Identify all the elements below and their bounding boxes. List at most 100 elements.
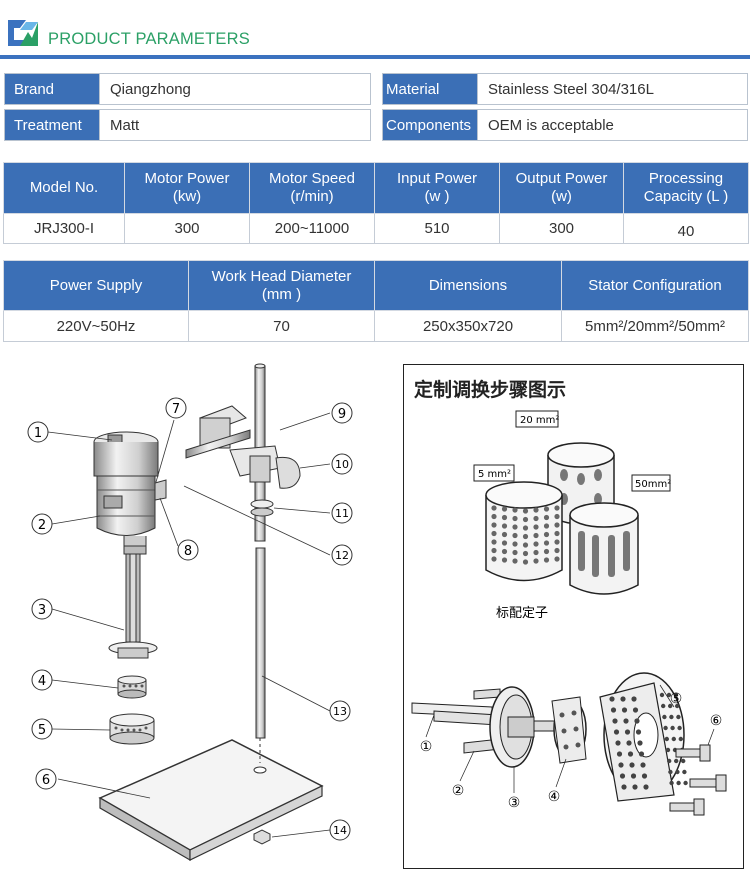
callout-14: 14 xyxy=(329,819,351,841)
base-plate xyxy=(98,739,324,862)
callout-11-label: 11 xyxy=(335,507,349,520)
assembly-callout-2: ② xyxy=(452,783,465,799)
callout-12: 12 xyxy=(331,544,353,566)
table-header: Stator Configuration xyxy=(561,260,749,311)
assembly-callout-1: ① xyxy=(420,739,433,755)
table-cell: 40 xyxy=(623,213,749,244)
callout-9-label: 9 xyxy=(338,407,346,422)
table-header: Dimensions xyxy=(374,260,562,311)
table-header-text: Model No. xyxy=(29,179,99,196)
callout-10: 10 xyxy=(331,453,353,475)
callout-13: 13 xyxy=(329,700,351,722)
table-cell: 300 xyxy=(499,213,624,244)
stator-5mm xyxy=(485,481,563,582)
callout-7-label: 7 xyxy=(172,402,180,417)
table-header-text: Motor Power (kw) xyxy=(144,170,230,205)
logo-icon xyxy=(8,20,38,46)
motor-unit xyxy=(93,431,167,555)
assembly-callout-3: ③ xyxy=(508,795,521,811)
spec-brand: Brand Qiangzhong xyxy=(4,73,371,105)
callout-9: 9 xyxy=(331,402,353,424)
callout-4: 4 xyxy=(31,669,53,691)
bottom-nut xyxy=(253,829,271,845)
table-header-text: Dimensions xyxy=(428,276,508,294)
table-header-text: Motor Speed (r/min) xyxy=(269,170,355,205)
table-cell: 5mm²/20mm²/50mm² xyxy=(561,310,749,342)
table-header: Input Power (w ) xyxy=(374,162,500,214)
callout-12-label: 12 xyxy=(335,549,349,562)
table-header: Motor Speed (r/min) xyxy=(249,162,375,214)
stator-illustration: 20 mm² 5 mm² 50mm² 标配定子 xyxy=(411,410,727,816)
callout-1: 1 xyxy=(27,421,49,443)
callout-3: 3 xyxy=(31,598,53,620)
callout-5: 5 xyxy=(31,718,53,740)
table-header-text: Work Head Diameter (mm ) xyxy=(211,267,352,303)
spec-value: Qiangzhong xyxy=(110,80,191,98)
assembly-leaders xyxy=(425,684,715,793)
table-cell: 250x350x720 xyxy=(374,310,562,342)
supply-table: Power Supply Work Head Diameter (mm ) Di… xyxy=(3,260,749,342)
table-cell: 220V~50Hz xyxy=(3,310,189,342)
table-header-row: Power Supply Work Head Diameter (mm ) Di… xyxy=(3,260,749,311)
customization-panel: 定制调换步骤图示 20 mm² xyxy=(403,364,744,869)
table-cell: 300 xyxy=(124,213,250,244)
spec-label: Material xyxy=(383,74,478,104)
assembly-callout-5: ⑤ xyxy=(670,691,683,707)
table-header: Processing Capacity (L ) xyxy=(623,162,749,214)
callouts: 1 2 3 4 5 6 7 8 9 10 11 12 13 14 xyxy=(27,397,353,841)
assembly-callout-4: ④ xyxy=(548,789,561,805)
callout-1-label: 1 xyxy=(34,426,42,441)
callout-10-label: 10 xyxy=(335,458,349,471)
spec-value: OEM is acceptable xyxy=(488,116,614,134)
stator-label-5: 5 mm² xyxy=(478,469,511,480)
callout-4-label: 4 xyxy=(38,674,46,689)
table-header: Work Head Diameter (mm ) xyxy=(188,260,375,311)
table-row: JRJ300-I 300 200~11000 510 300 40 xyxy=(3,213,749,244)
rotor xyxy=(117,675,147,699)
stator-50mm xyxy=(569,502,639,595)
table-cell: JRJ300-I xyxy=(3,213,125,244)
callout-3-label: 3 xyxy=(38,603,46,618)
table-cell: 200~11000 xyxy=(249,213,375,244)
stator-size-labels: 20 mm² 5 mm² 50mm² xyxy=(473,410,671,492)
table-header-text: Stator Configuration xyxy=(588,276,722,294)
spec-label: Treatment xyxy=(5,110,100,140)
page-title: PRODUCT PARAMETERS xyxy=(48,30,250,48)
callout-8-label: 8 xyxy=(184,544,192,559)
callout-2: 2 xyxy=(31,513,53,535)
panel-title: 定制调换步骤图示 xyxy=(414,379,567,401)
callout-5-label: 5 xyxy=(38,723,46,738)
callout-13-label: 13 xyxy=(333,705,347,718)
table-header: Model No. xyxy=(3,162,125,214)
table-cell: 70 xyxy=(188,310,375,342)
spec-value: Stainless Steel 304/316L xyxy=(488,80,654,98)
table-header-row: Model No. Motor Power (kw) Motor Speed (… xyxy=(3,162,749,214)
spec-label: Brand xyxy=(5,74,100,104)
callout-11: 11 xyxy=(331,502,353,524)
stand-rod xyxy=(254,363,266,763)
spec-components: Components OEM is acceptable xyxy=(382,109,748,141)
table-header-text: Power Supply xyxy=(49,276,143,294)
table-row: 220V~50Hz 70 250x350x720 5mm²/20mm²/50mm… xyxy=(3,310,749,342)
table-header: Motor Power (kw) xyxy=(124,162,250,214)
callout-leaders xyxy=(47,412,331,838)
assembly-drawing xyxy=(411,672,727,816)
header: PRODUCT PARAMETERS xyxy=(0,0,750,60)
stator-label-50: 50mm² xyxy=(635,479,671,490)
assembly-callout-6: ⑥ xyxy=(710,713,723,729)
spec-label: Components xyxy=(383,110,478,140)
standard-stator-caption: 标配定子 xyxy=(496,606,548,621)
homogenizer-exploded-diagram: 1 2 3 4 5 6 7 8 9 10 11 12 13 14 xyxy=(27,363,353,862)
table-header-text: Output Power (w) xyxy=(515,170,608,205)
callout-6-label: 6 xyxy=(42,773,50,788)
model-table: Model No. Motor Power (kw) Motor Speed (… xyxy=(3,162,749,244)
header-divider xyxy=(0,55,750,59)
table-cell: 510 xyxy=(374,213,500,244)
table-header: Output Power (w) xyxy=(499,162,624,214)
spec-treatment: Treatment Matt xyxy=(4,109,371,141)
callout-2-label: 2 xyxy=(38,518,46,533)
clamp-assembly xyxy=(185,405,301,517)
work-head-shaft xyxy=(108,553,158,659)
table-header: Power Supply xyxy=(3,260,189,311)
stator-label-20: 20 mm² xyxy=(520,415,559,426)
